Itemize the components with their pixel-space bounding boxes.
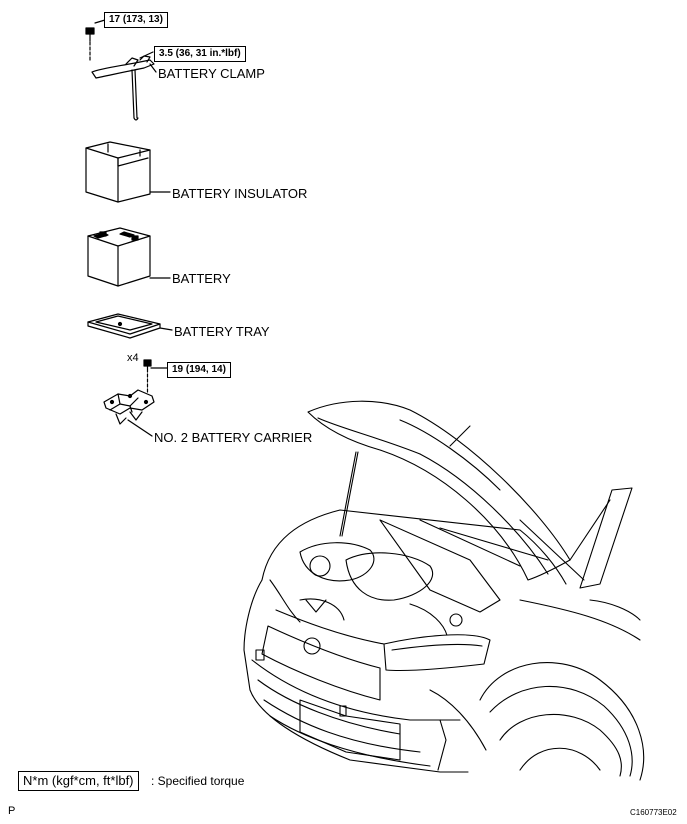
vehicle-drawing	[243, 400, 645, 781]
legend-unit-box: N*m (kgf*cm, ft*lbf)	[18, 771, 139, 791]
torque-box-clamp-nut: 3.5 (36, 31 in.*lbf)	[154, 46, 246, 62]
carrier-bolt-quantity: x4	[127, 352, 139, 364]
battery-tray-drawing	[87, 313, 173, 339]
battery-clamp-assembly	[85, 19, 157, 121]
battery-carrier-drawing	[103, 389, 155, 437]
torque-box-clamp-bolt: 17 (173, 13)	[104, 12, 168, 28]
label-battery-insulator: BATTERY INSULATOR	[172, 186, 308, 201]
torque-box-carrier-bolts: 19 (194, 14)	[167, 362, 231, 378]
carrier-bolt	[143, 359, 168, 393]
label-battery: BATTERY	[172, 271, 231, 286]
battery-insulator-drawing	[85, 141, 171, 203]
footer-left-mark: P	[8, 805, 16, 817]
label-battery-clamp: BATTERY CLAMP	[158, 66, 265, 81]
label-battery-tray: BATTERY TRAY	[174, 324, 270, 339]
battery-drawing	[87, 227, 171, 287]
legend-description: : Specified torque	[151, 774, 245, 788]
label-battery-carrier: NO. 2 BATTERY CARRIER	[154, 430, 313, 445]
figure-code: C160773E02	[630, 808, 677, 817]
